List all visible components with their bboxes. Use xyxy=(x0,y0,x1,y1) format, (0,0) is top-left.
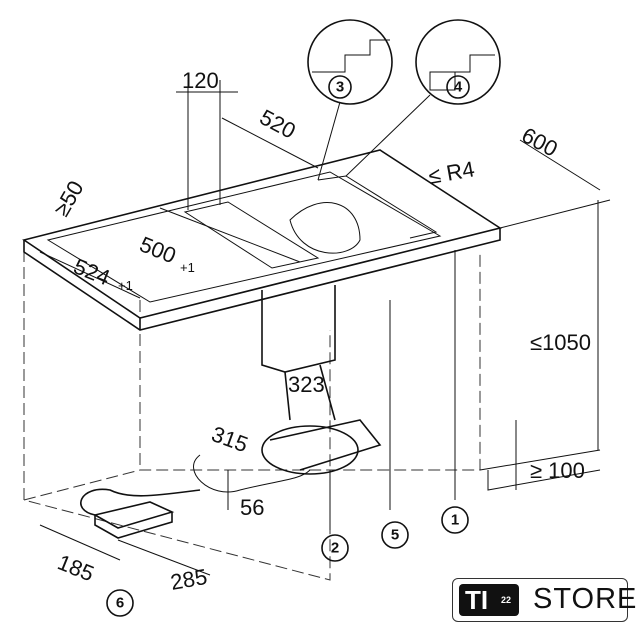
callout-2: 2 xyxy=(321,534,349,562)
dimension-lines xyxy=(39,80,611,576)
dim-56: 56 xyxy=(240,495,264,520)
callout-1: 1 xyxy=(441,506,469,534)
callout-4: 4 xyxy=(446,75,470,99)
callout-6: 6 xyxy=(106,589,134,617)
dim-600: 600 xyxy=(518,122,562,161)
dim-120: 120 xyxy=(182,68,219,93)
svg-text:5: 5 xyxy=(391,527,399,544)
svg-text:1: 1 xyxy=(451,512,459,529)
control-box xyxy=(80,488,201,539)
dim-524-tolerance: +1 xyxy=(118,278,133,293)
dim-50: ≥50 xyxy=(49,176,89,220)
dim-520: 520 xyxy=(256,104,300,143)
dim-285: 285 xyxy=(169,564,210,595)
dim-524: 524 xyxy=(70,253,113,290)
svg-text:6: 6 xyxy=(116,595,124,612)
logo-label: STORE xyxy=(533,583,638,615)
callout-5: 5 xyxy=(381,521,409,549)
dim-500: 500 xyxy=(136,231,179,268)
detail-3 xyxy=(307,19,393,181)
svg-text:2: 2 xyxy=(331,540,339,557)
detail-4 xyxy=(345,19,501,177)
svg-text:3: 3 xyxy=(336,79,344,96)
dim-r4: ≤ R4 xyxy=(427,156,477,189)
cabinet-outline xyxy=(23,250,601,581)
dim-185: 185 xyxy=(54,549,97,586)
dim-315: 315 xyxy=(208,421,251,457)
dim-100: ≥ 100 xyxy=(530,458,585,483)
dim-500-tolerance: +1 xyxy=(180,260,195,275)
dim-323: 323 xyxy=(288,372,325,397)
callout-3: 3 xyxy=(328,75,352,99)
extraction-unit xyxy=(193,285,382,493)
dim-1050: ≤1050 xyxy=(530,330,591,355)
svg-text:4: 4 xyxy=(454,79,463,96)
